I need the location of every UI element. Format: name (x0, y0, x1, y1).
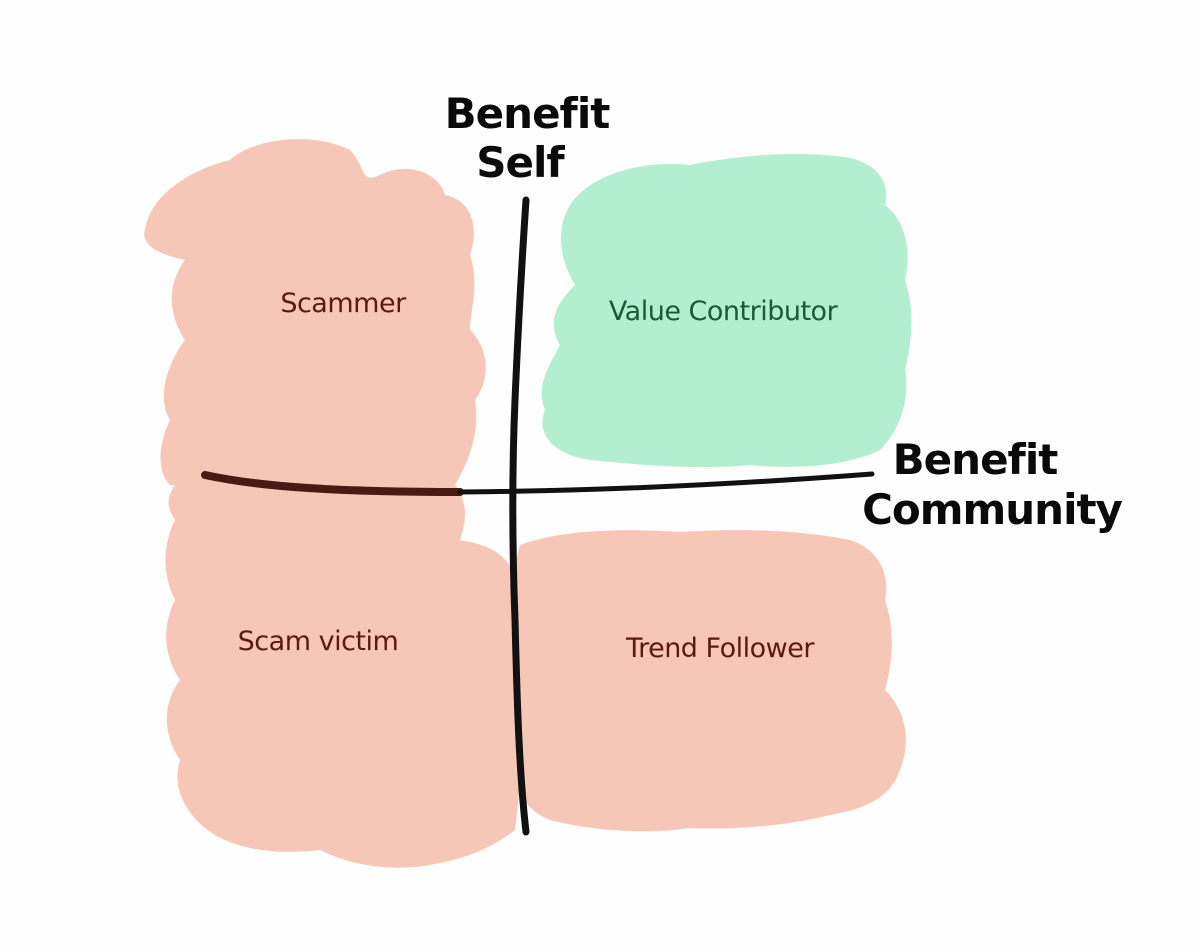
vertical-axis-label-line2: Self (476, 138, 565, 187)
quadrant-top-right-blob (541, 154, 912, 468)
horizontal-axis-line-right (457, 471, 875, 495)
quadrant-label-scammer: Scammer (280, 288, 407, 319)
horizontal-axis-label-line2: Community (862, 485, 1122, 534)
quadrant-label-value-contributor: Value Contributor (609, 296, 839, 327)
quadrant-bottom-left-blob (165, 485, 523, 868)
vertical-axis-line (509, 196, 530, 836)
quadrant-label-trend-follower: Trend Follower (625, 633, 815, 664)
vertical-axis-label-line1: Benefit (445, 89, 611, 138)
horizontal-axis-line (201, 471, 464, 496)
quadrant-top-left-blob (144, 139, 486, 485)
quadrant-bottom-right-blob (511, 530, 906, 832)
horizontal-axis-label-line1: Benefit (893, 435, 1059, 484)
quadrant-label-scam-victim: Scam victim (238, 626, 399, 657)
